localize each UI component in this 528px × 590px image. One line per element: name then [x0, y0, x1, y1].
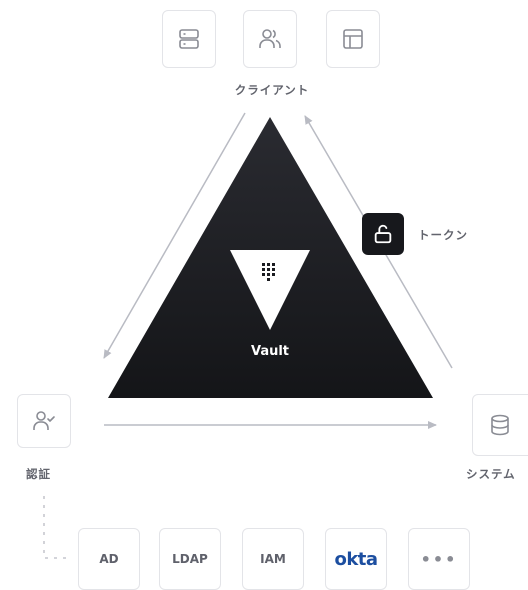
token-label: トークン	[418, 228, 468, 242]
auth-label: 認証	[26, 467, 51, 481]
provider-ad: AD	[78, 528, 140, 590]
token-box	[362, 213, 404, 255]
vault-logo-icon	[230, 250, 310, 330]
auth-provider-connector	[43, 496, 70, 559]
client-server-box	[162, 10, 216, 68]
provider-iam: IAM	[242, 528, 304, 590]
database-icon	[491, 414, 509, 436]
systems-label: システム	[466, 467, 516, 481]
layout-icon	[343, 29, 363, 49]
unlock-icon	[374, 224, 392, 244]
provider-ldap: LDAP	[159, 528, 221, 590]
client-layout-box	[326, 10, 380, 68]
client-users-box	[243, 10, 297, 68]
user-check-icon	[33, 411, 55, 430]
server-icon	[179, 29, 199, 49]
provider-okta-logo: okta	[325, 528, 387, 590]
systems-box	[472, 394, 528, 456]
provider-more: •••	[408, 528, 470, 590]
vault-label: Vault	[250, 344, 290, 359]
auth-box	[17, 394, 71, 448]
clients-label: クライアント	[234, 83, 310, 97]
arrow-clients-to-auth	[103, 112, 246, 359]
users-icon	[259, 29, 281, 48]
